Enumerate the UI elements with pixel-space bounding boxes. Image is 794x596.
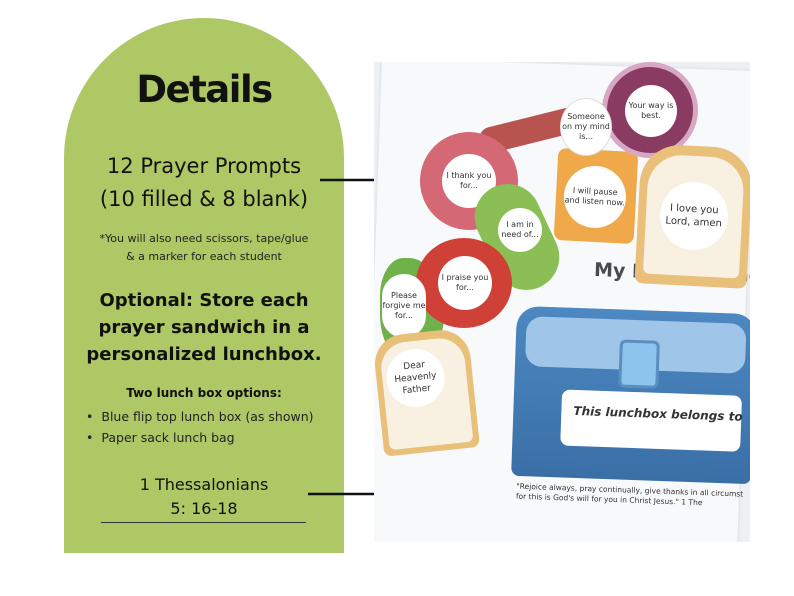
lunchbox-options-title: Two lunch box options: <box>126 386 282 400</box>
lunchbox-illustration: This lunchbox belongs to <box>511 305 750 485</box>
lunchbox-latch <box>618 339 660 389</box>
note-line-2: & a marker for each student <box>126 250 282 263</box>
list-item: Paper sack lunch bag <box>86 427 314 448</box>
prompt-dear: Dear Heavenly Father <box>383 346 448 410</box>
verse-line-2: 5: 16-18 <box>170 499 238 518</box>
prompt-pause: I will pause and listen now. <box>562 164 628 230</box>
product-photo: My Prayer Sand This lunchbox belongs to … <box>374 62 750 542</box>
cheese-cutout: I will pause and listen now. <box>553 147 639 245</box>
optional-line-1: Optional: Store each <box>99 290 309 311</box>
bread-top-cutout: I love you Lord, amen <box>634 143 750 289</box>
prompt-praise: I praise you for... <box>438 256 492 310</box>
supplies-note: *You will also need scissors, tape/glue … <box>64 230 344 266</box>
list-item: Blue flip top lunch box (as shown) <box>86 406 313 427</box>
verse-reference: 1 Thessalonians 5: 16-18 <box>64 473 344 521</box>
optional-line-3: personalized lunchbox. <box>86 344 322 365</box>
prayer-prompts-count: 12 Prayer Prompts (10 filled & 8 blank) <box>64 150 344 216</box>
prompt-need-of: I am in need of... <box>498 208 542 252</box>
verse-line-1: 1 Thessalonians <box>139 475 269 494</box>
prompt-forgive: Please forgive me for... <box>382 274 426 338</box>
prompts-line-2: (10 filled & 8 blank) <box>99 187 309 211</box>
bread-top-inner: I love you Lord, amen <box>642 153 746 279</box>
details-title: Details <box>136 68 273 111</box>
divider <box>101 522 306 523</box>
details-panel: Details 12 Prayer Prompts (10 filled & 8… <box>64 18 344 553</box>
optional-line-2: prayer sandwich in a <box>98 317 310 338</box>
tomato-cutout: I praise you for... <box>416 238 512 328</box>
prompt-your-way: Your way is best. <box>625 85 677 137</box>
bread-bottom-inner: Dear Heavenly Father <box>378 335 474 451</box>
prompt-someone: Someone on my mind is... <box>560 98 612 156</box>
optional-lunchbox-text: Optional: Store each prayer sandwich in … <box>64 287 344 368</box>
note-line-1: *You will also need scissors, tape/glue <box>99 232 309 245</box>
prompts-line-1: 12 Prayer Prompts <box>106 154 302 178</box>
onion-cutout: Your way is best. <box>602 62 698 158</box>
prompt-love-you: I love you Lord, amen <box>658 180 730 252</box>
lunchbox-options-list: Blue flip top lunch box (as shown) Paper… <box>86 406 314 448</box>
bread-bottom-cutout: Dear Heavenly Father <box>374 327 481 457</box>
lunchbox-label: This lunchbox belongs to <box>560 389 743 452</box>
